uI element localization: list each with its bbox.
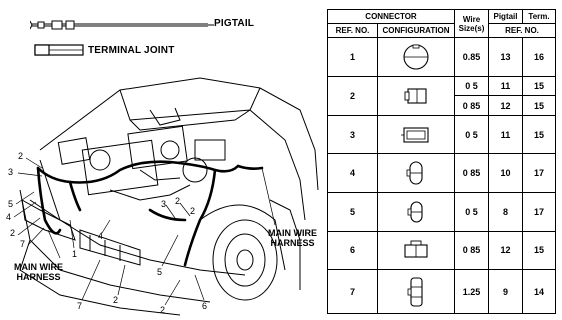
terminal-joint-icon <box>34 44 84 56</box>
callout-7-left: 7 <box>20 239 26 249</box>
callout-4-left: 4 <box>6 212 12 222</box>
header-pigtail: Pigtail <box>488 8 524 25</box>
pigtail-cell: 12 <box>488 230 524 271</box>
ref-cell: 3 <box>327 114 378 155</box>
main-wire-harness-label-left: MAIN WIRE HARNESS <box>14 262 63 282</box>
harness-label-line: HARNESS <box>16 272 61 282</box>
wire-size-cell: 0 85 <box>454 95 490 116</box>
flat-connector-icon <box>404 240 428 258</box>
callout-2-bottom: 2 <box>160 305 166 315</box>
table-row: 7 1.25 9 14 <box>327 269 557 314</box>
terminal-joint-label: TERMINAL JOINT <box>88 45 175 56</box>
term-cell: 15 <box>522 230 557 271</box>
pigtail-icon <box>30 20 214 30</box>
callout-2-right: 2 <box>190 206 196 216</box>
pigtail-cell: 10 <box>488 153 524 193</box>
ref-cell: 7 <box>327 269 378 314</box>
header-wire: Wire <box>462 14 481 24</box>
wire-size-cell: 0 5 <box>454 191 490 232</box>
callout-7-bottom: 7 <box>77 301 83 311</box>
pigtail-cell: 9 <box>488 269 524 314</box>
configuration-cell <box>376 37 456 78</box>
term-cell: 15 <box>522 114 557 155</box>
engine-bay-diagram <box>13 77 319 316</box>
callout-2-bottom-left: 2 <box>113 295 119 305</box>
wire-size-cell: 0 85 <box>454 153 490 193</box>
rectangular-connector-icon <box>401 126 429 143</box>
term-cell: 15 <box>522 95 557 116</box>
configuration-cell <box>376 153 456 193</box>
pigtail-cell: 8 <box>488 191 524 232</box>
wire-size-cell: 0 5 <box>454 76 490 97</box>
header-connector: CONNECTOR <box>326 8 456 25</box>
oval-connector-small-icon <box>407 201 423 223</box>
ref-cell: 2 <box>327 76 378 116</box>
table-row: 3 0 5 11 15 <box>327 114 557 155</box>
table-row: 0 85 12 15 <box>328 95 557 116</box>
harness-label-line: MAIN WIRE <box>268 228 317 238</box>
wire-size-cell: 1.25 <box>454 269 490 314</box>
header-ref-no: REF. NO. <box>327 23 378 39</box>
header-term: Term. <box>522 8 557 25</box>
ref-cell: 6 <box>327 230 378 271</box>
oval-connector-icon <box>406 161 423 185</box>
ref-cell: 4 <box>327 153 378 193</box>
term-cell: 14 <box>522 269 557 314</box>
wire-size-cell: 0.85 <box>454 37 490 78</box>
callout-3-center: 3 <box>161 199 167 209</box>
pigtail-cell: 13 <box>488 37 524 78</box>
pigtail-cell: 11 <box>488 76 524 97</box>
table-row: 2 0 5 11 15 <box>327 76 557 116</box>
pigtail-cell: 12 <box>488 95 524 116</box>
term-cell: 17 <box>522 153 557 193</box>
callout-1: 1 <box>72 249 78 259</box>
header-configuration: CONFIGURATION <box>376 23 456 39</box>
term-cell: 17 <box>522 191 557 232</box>
term-cell: 16 <box>522 37 557 78</box>
callout-6: 6 <box>202 301 208 311</box>
callout-5-left: 5 <box>8 199 14 209</box>
ref-cell: 1 <box>327 37 378 78</box>
harness-label-line: HARNESS <box>270 238 315 248</box>
callout-2-center: 2 <box>175 196 181 206</box>
callout-2-top-left: 2 <box>18 151 24 161</box>
two-pin-connector-icon <box>404 88 427 104</box>
header-ref-no-2: REF. NO. <box>488 23 557 39</box>
configuration-cell <box>376 230 456 271</box>
header-size: Size(s) <box>458 23 485 33</box>
pigtail-label: PIGTAIL <box>214 18 255 29</box>
callout-3-left: 3 <box>8 167 14 177</box>
main-wire-harness-label-right: MAIN WIRE HARNESS <box>268 228 317 248</box>
configuration-cell <box>376 191 456 232</box>
table-row: 1 0.85 13 16 <box>327 37 557 78</box>
configuration-cell <box>376 269 456 314</box>
harness-label-line: MAIN WIRE <box>14 262 63 272</box>
table-subheader-row: REF. NO. CONFIGURATION REF. NO. <box>327 23 557 39</box>
callout-5-bottom: 5 <box>157 267 163 277</box>
ref-cell: 5 <box>327 191 378 232</box>
pigtail-cell: 11 <box>488 114 524 155</box>
round-connector-icon <box>403 44 429 70</box>
term-cell: 15 <box>522 76 557 97</box>
table-row: 5 0 5 8 17 <box>327 191 557 232</box>
wire-size-cell: 0 5 <box>454 114 490 155</box>
configuration-cell <box>376 76 456 116</box>
wire-size-cell: 0 85 <box>454 230 490 271</box>
configuration-cell <box>376 114 456 155</box>
callout-2-left: 2 <box>10 228 16 238</box>
tall-connector-icon <box>407 277 423 307</box>
callout-4-center: 4 <box>98 231 104 241</box>
table-row: 4 0 85 10 17 <box>327 153 557 193</box>
table-row: 6 0 85 12 15 <box>327 230 557 271</box>
